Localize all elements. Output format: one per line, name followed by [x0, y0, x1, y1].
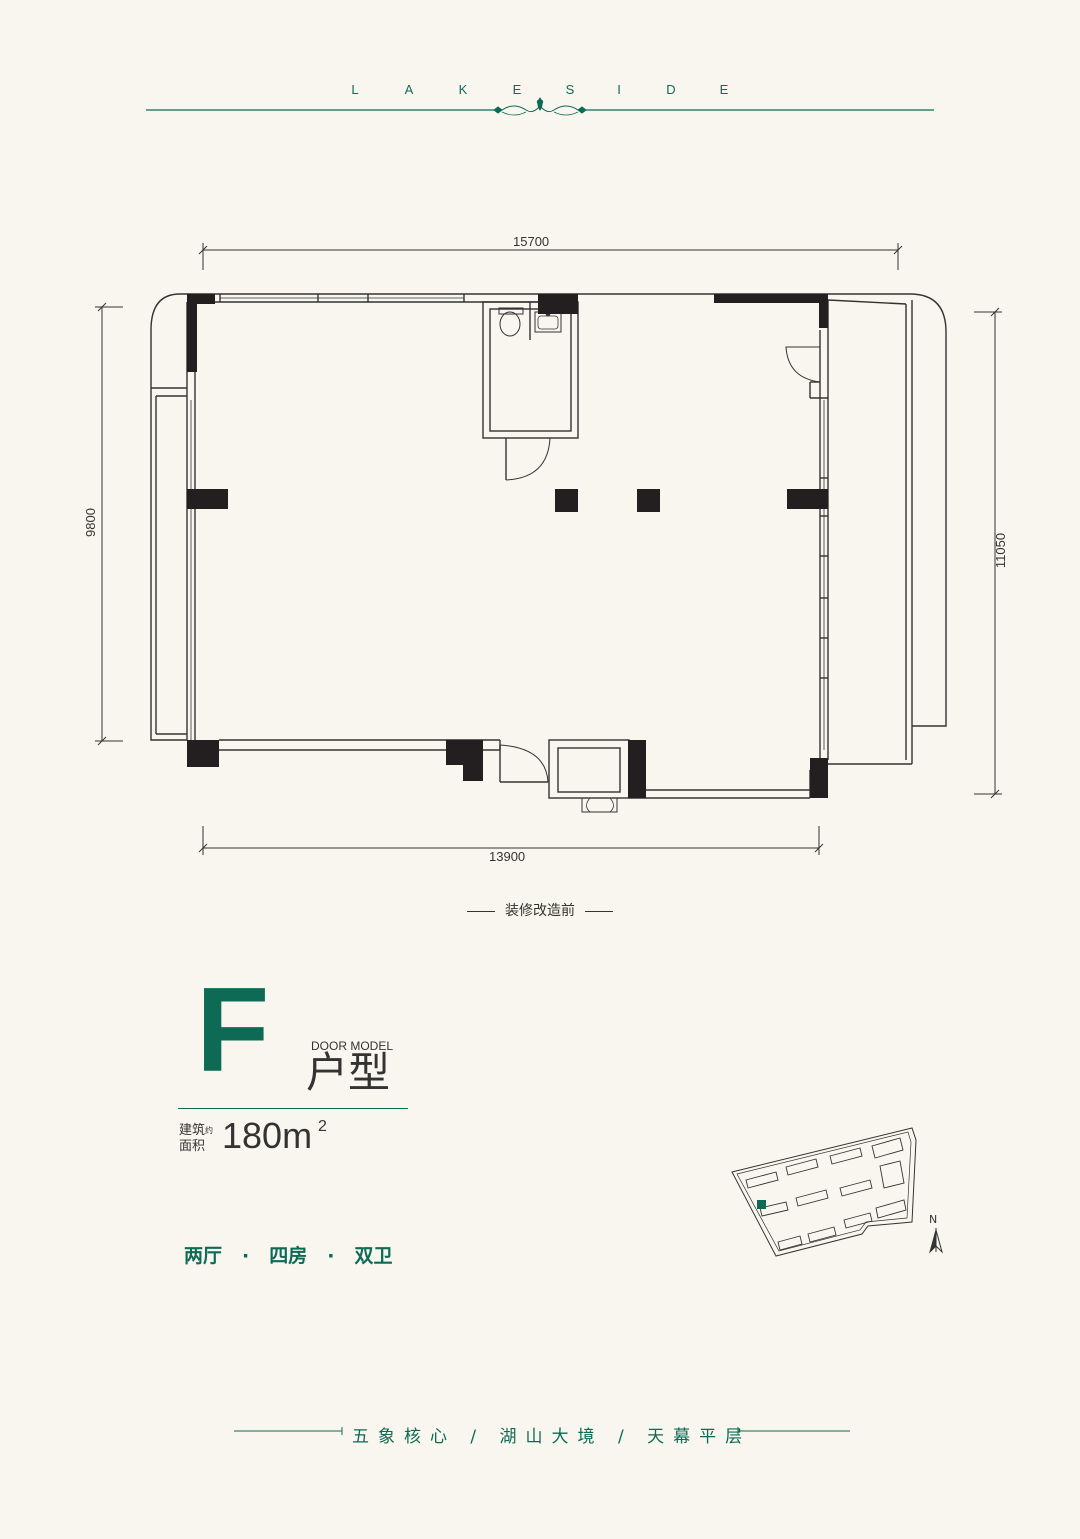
- brand-wordmark: L A K E S I D E: [0, 82, 1080, 102]
- area-label-mark: 约: [205, 1126, 214, 1135]
- dimension-top-label: 15700: [513, 234, 550, 249]
- structural-columns: [187, 294, 828, 798]
- north-label: N: [929, 1213, 938, 1226]
- plan-caption: 装修改造前: [440, 900, 640, 920]
- layout-rooms: 四房: [269, 1245, 308, 1267]
- unit-label-en: DOOR MODEL: [311, 1039, 394, 1053]
- unit-letter: F: [196, 963, 270, 1097]
- layout-separator: ·: [327, 1245, 335, 1267]
- plan-walls: [150, 293, 947, 813]
- area-unit-superscript: 2: [318, 1118, 327, 1135]
- area-label-line1: 建筑: [179, 1123, 206, 1138]
- brand-letter: E: [512, 82, 522, 97]
- layout-baths: 双卫: [354, 1245, 393, 1267]
- brand-letter: E: [719, 82, 729, 97]
- plan-caption-text: 装修改造前: [505, 903, 575, 919]
- brand-letter: I: [617, 82, 621, 97]
- title-divider: [178, 1108, 408, 1109]
- dimension-left-label: 9800: [82, 508, 98, 537]
- area-label: 建筑约 面积: [179, 1123, 213, 1155]
- dimension-right-label: 11050: [993, 532, 1009, 569]
- site-key-plan: [731, 1127, 943, 1257]
- brand-letter: L: [351, 82, 359, 97]
- brand-letter: A: [404, 82, 414, 97]
- area-value: 180m: [222, 1115, 313, 1156]
- header-ornament-rule: [146, 97, 934, 116]
- footer-rule: [234, 1427, 850, 1435]
- dimension-bottom-label: 13900: [489, 849, 526, 864]
- unit-label-cn: 户型: [306, 1048, 391, 1097]
- area-label-line2: 面积: [179, 1139, 206, 1154]
- footer-slogan: 五象核心 / 湖山大境 / 天幕平层: [352, 1427, 752, 1447]
- dimension-lines: [95, 243, 1002, 855]
- unit-layout: 两厅 · 四房 · 双卫: [184, 1241, 392, 1268]
- layout-halls: 两厅: [184, 1245, 223, 1267]
- brand-letter: K: [458, 82, 468, 97]
- brand-letter: D: [666, 82, 676, 97]
- brand-letter: S: [565, 82, 575, 97]
- layout-separator: ·: [242, 1245, 250, 1267]
